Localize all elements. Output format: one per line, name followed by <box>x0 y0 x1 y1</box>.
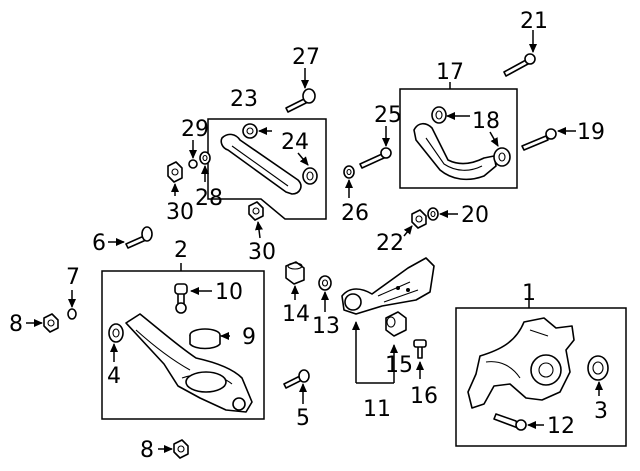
group-box-2 <box>101 270 265 420</box>
callout-23: 23 <box>230 87 258 112</box>
trailing-arm-part <box>341 257 435 359</box>
callout-8-bottom: 8 <box>140 438 154 463</box>
callout-30-bottom: 30 <box>248 240 276 265</box>
callout-12: 12 <box>547 414 575 439</box>
upper-link-23-part <box>220 123 318 195</box>
knuckle-part <box>467 317 609 431</box>
callout-30-top: 30 <box>166 200 194 225</box>
callout-26: 26 <box>341 201 369 226</box>
callout-15: 15 <box>385 353 413 378</box>
callout-7: 7 <box>66 265 80 290</box>
callout-3: 3 <box>594 399 608 424</box>
group-box-17 <box>399 88 518 189</box>
callout-8-left: 8 <box>9 312 23 337</box>
callout-11: 11 <box>363 397 391 422</box>
callout-29: 29 <box>181 117 209 142</box>
callout-1: 1 <box>522 281 536 306</box>
callout-labels: 1 2 3 4 5 6 7 8 8 9 10 11 12 13 14 15 16… <box>9 9 608 463</box>
callout-22: 22 <box>376 231 404 256</box>
callout-21: 21 <box>520 9 548 34</box>
callout-4: 4 <box>107 364 121 389</box>
callout-2: 2 <box>174 238 188 263</box>
callout-28: 28 <box>195 186 223 211</box>
callout-20: 20 <box>461 203 489 228</box>
callout-24: 24 <box>281 130 309 155</box>
group-box-1 <box>455 307 627 447</box>
callout-17: 17 <box>436 60 464 85</box>
callout-18: 18 <box>472 109 500 134</box>
callout-19: 19 <box>577 120 605 145</box>
callout-10: 10 <box>215 280 243 305</box>
callout-5: 5 <box>296 406 310 431</box>
group-box-23 <box>207 118 327 220</box>
lower-control-arm-part <box>108 283 253 413</box>
callout-25: 25 <box>374 103 402 128</box>
callout-9: 9 <box>242 325 256 350</box>
callout-13: 13 <box>312 314 340 339</box>
callout-6: 6 <box>92 231 106 256</box>
hardware-parts <box>43 53 557 459</box>
callout-27: 27 <box>292 45 320 70</box>
upper-arm-17-part <box>413 106 511 181</box>
callout-16: 16 <box>410 384 438 409</box>
callout-14: 14 <box>282 302 310 327</box>
